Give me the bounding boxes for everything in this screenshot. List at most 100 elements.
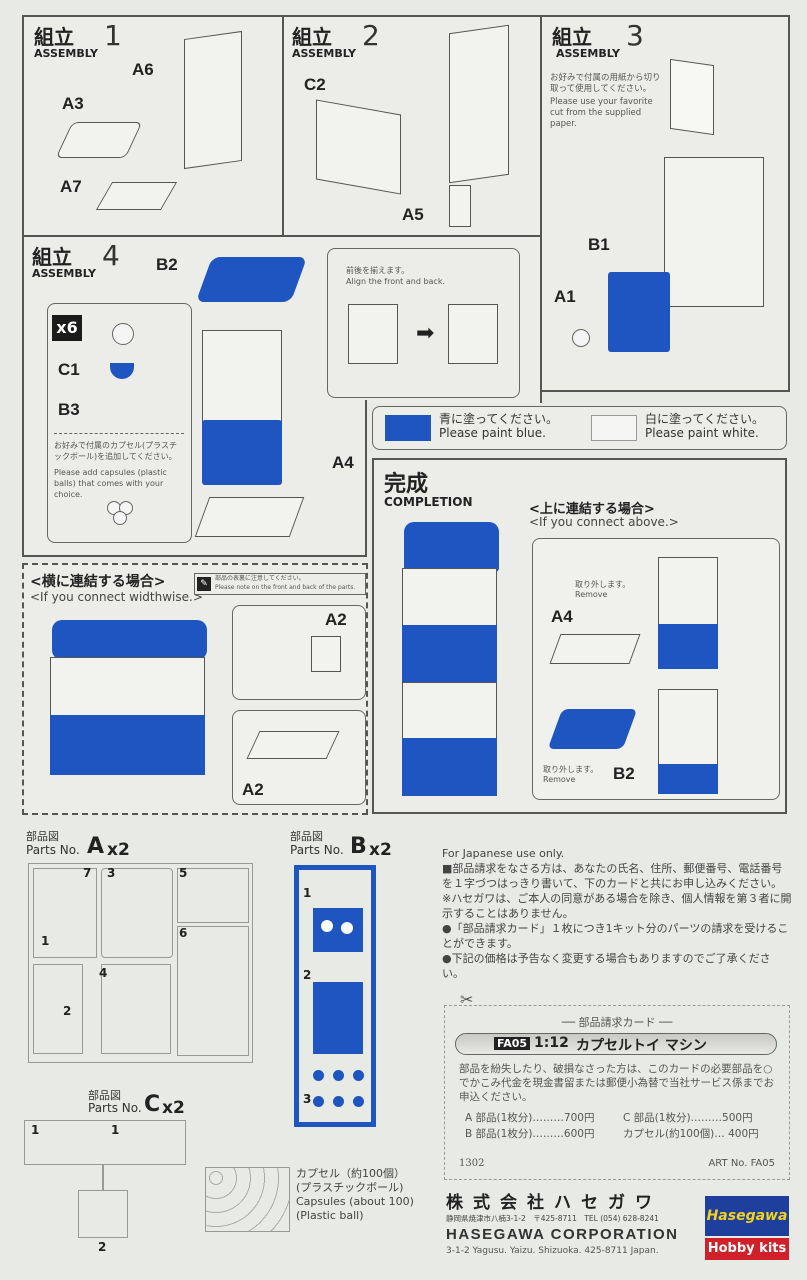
- parts-a-title-jp: 部品図: [26, 830, 59, 843]
- order-card-title: ── 部品請求カード ──: [561, 1016, 673, 1029]
- capsules-l1: カプセル（約100個）: [296, 1167, 405, 1180]
- part-label-a2: A2: [242, 780, 264, 799]
- part-label-b2: B2: [156, 255, 178, 274]
- art-number: ART No. FA05: [708, 1158, 775, 1169]
- paint-blue-jp: 青に塗ってください。: [439, 412, 559, 426]
- company-address-en: 3-1-2 Yagusu. Yaizu. Shizuoka. 425-8711 …: [446, 1246, 659, 1256]
- remove-note-jp: 取り外します。: [543, 765, 599, 774]
- a2-plate-illustration: [311, 636, 341, 672]
- lid-pair-blue: [52, 620, 207, 660]
- part-number: 1: [31, 1123, 40, 1137]
- assembly-title-en: ASSEMBLY: [556, 47, 620, 60]
- capsules-bag-illustration: [205, 1167, 290, 1232]
- assembly-4-content: 組立 ASSEMBLY 4 B2 x6 C1 B3 お好みで付属のカプセル(プラ…: [22, 235, 542, 557]
- a1-knob-illustration: [572, 329, 590, 347]
- b3-capsule-half-blue: [110, 363, 134, 379]
- front-back-note: ✎ 部品の表裏に注意してください。 Please note on the fro…: [194, 573, 366, 595]
- kit-scale: 1:12: [534, 1035, 569, 1051]
- part-label-c2: C2: [304, 75, 326, 94]
- paint-legend: 青に塗ってください。 Please paint blue. 白に塗ってください。…: [372, 406, 787, 450]
- assembly-number: 2: [362, 19, 380, 52]
- assembly-title-jp: 組立: [32, 245, 72, 269]
- part-label-a2: A2: [325, 610, 347, 629]
- part-label-a1: A1: [554, 287, 576, 306]
- a4-base-illustration: [549, 634, 641, 664]
- paint-white-jp: 白に塗ってください。: [645, 412, 765, 426]
- parts-b-count: x2: [369, 840, 392, 860]
- note-en: Please note on the front and back of the…: [215, 584, 356, 591]
- hasegawa-logo: Hasegawa: [705, 1196, 789, 1236]
- capsules-caption: カプセル（約100個） (プラスチックボール) Capsules (about …: [296, 1167, 414, 1223]
- machine-illustration: [658, 557, 718, 627]
- connect-above-detail: 取り外します。 Remove A4 取り外します。 Remove B2: [532, 538, 780, 800]
- parts-c-label: Parts No.: [88, 1101, 142, 1115]
- part-label-a6: A6: [132, 60, 154, 79]
- base-illustration: [246, 731, 340, 759]
- arrow-right-icon: ➡: [416, 321, 435, 346]
- order-p2: ※ハセガワは、ご本人の同意がある場合を除き、個人情報を第３者に開示することはあり…: [442, 892, 792, 920]
- capsule-note-en: Please add capsules (plastic balls) that…: [54, 468, 167, 499]
- assembly-number: 3: [626, 19, 644, 52]
- a7-plate-illustration: [95, 182, 178, 210]
- remove-note-jp: 取り外します。: [575, 580, 631, 589]
- align-note-jp: 前後を揃えます。: [346, 266, 410, 275]
- order-card-text: 部品を紛失したり、破損なさった方は、このカードの必要部品を○でかこみ代金を現金書…: [459, 1063, 774, 1103]
- parts-c-sprue: 1 1: [24, 1120, 186, 1165]
- widthwise-panel: <横に連結する場合> <If you connect widthwise.> ✎…: [22, 563, 368, 815]
- connect-widthwise-jp: <横に連結する場合>: [30, 574, 166, 590]
- company-name-en: HASEGAWA CORPORATION: [446, 1226, 679, 1243]
- align-detail-box: 前後を揃えます。 Align the front and back. ➡: [327, 248, 520, 398]
- company-name-jp: 株式会社ハセガワ: [446, 1193, 662, 1213]
- paint-blue-en: Please paint blue.: [439, 426, 546, 440]
- capsules-l2: (プラスチックボール): [296, 1181, 404, 1194]
- order-card: ── 部品請求カード ── FA05 1:12 カプセルトイ マシン 部品を紛失…: [444, 1005, 790, 1180]
- x6-badge: x6: [52, 315, 82, 341]
- machine-pair-blue: [50, 715, 205, 775]
- machine-upper-blue: [402, 625, 497, 685]
- part-label-a5: A5: [402, 205, 424, 224]
- order-p1: ■部品請求をなさる方は、あなたの氏名、住所、郵便番号、電話番号を１字づつはっきり…: [442, 862, 783, 890]
- b1-front-blue: [608, 272, 670, 352]
- paper-note-jp: お好みで付属の用紙から切り取って使用してください。: [550, 73, 661, 94]
- completion-title-en: COMPLETION: [384, 495, 473, 509]
- parts-a-label: Parts No.: [26, 843, 80, 857]
- assembly-title-jp: 組立: [292, 25, 332, 49]
- assembly-number: 1: [104, 19, 122, 52]
- price-capsules: カプセル(約100個)… 400円: [623, 1128, 759, 1140]
- assembly-title-en: ASSEMBLY: [34, 47, 98, 60]
- part-label-a3: A3: [62, 94, 84, 113]
- completion-panel: 完成 COMPLETION <上に連結する場合> <If you connect…: [372, 458, 787, 814]
- part-number: 7: [83, 866, 92, 880]
- kit-name: カプセルトイ マシン: [576, 1038, 707, 1054]
- part-label-b3: B3: [58, 400, 80, 419]
- align-note-en: Align the front and back.: [346, 277, 446, 286]
- machine-lower-white: [402, 682, 497, 740]
- assembly-number: 4: [102, 239, 120, 272]
- connect-widthwise-en: <If you connect widthwise.>: [30, 590, 203, 604]
- part-label-b2: B2: [613, 764, 635, 783]
- company-address-jp: 静岡県焼津市八楠3-1-2 〒425-8711 TEL (054) 628-82…: [446, 1214, 659, 1223]
- price-b: B 部品(1枚分)………600円: [465, 1128, 595, 1140]
- assembly-title-en: ASSEMBLY: [292, 47, 356, 60]
- top-lid-blue: [404, 522, 499, 572]
- part-number: 5: [179, 866, 188, 880]
- paper-insert-illustration: [670, 58, 714, 136]
- machine-blue-front: [658, 764, 718, 794]
- parts-a-letter: A: [87, 834, 105, 859]
- part-number: 3: [303, 1092, 312, 1106]
- part-label-c1: C1: [58, 360, 80, 379]
- part-number: 1: [111, 1123, 120, 1137]
- machine-pair-white: [50, 657, 205, 717]
- a2-detail-bottom: [232, 710, 366, 805]
- part-number: 2: [63, 1004, 72, 1018]
- part-number: 1: [41, 934, 50, 948]
- sprue-gate: [102, 1165, 104, 1190]
- machine-illustration: [202, 330, 282, 425]
- kit-name-bar: FA05 1:12 カプセルトイ マシン: [455, 1033, 777, 1055]
- parts-b-label: Parts No.: [290, 843, 344, 857]
- part-number: 4: [99, 966, 108, 980]
- machine-blue-front: [658, 624, 718, 669]
- part-number: 1: [303, 886, 312, 900]
- machine-illustration: [658, 689, 718, 769]
- parts-c-letter: C: [144, 1092, 161, 1117]
